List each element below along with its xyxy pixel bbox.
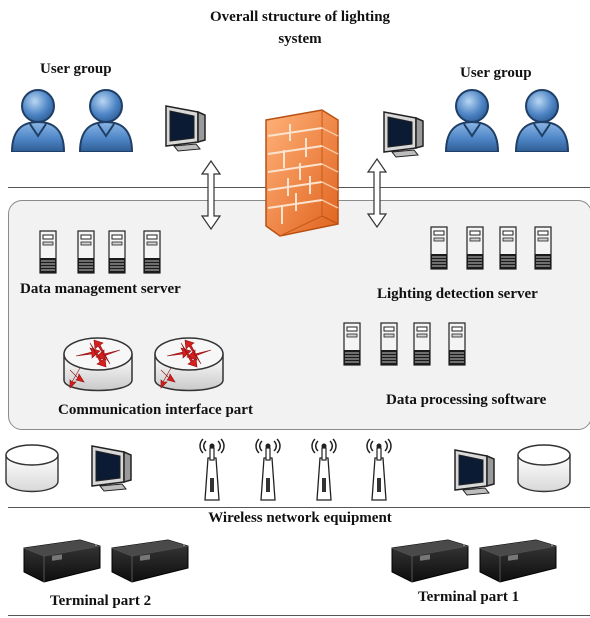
antenna-icon: [364, 438, 394, 502]
disk-icon: [516, 443, 572, 493]
disk-icon: [4, 443, 60, 493]
terminal-box-icon: [390, 538, 470, 584]
server-tower-icon: [379, 322, 399, 366]
double-arrow-icon: [367, 158, 387, 228]
server-tower-icon: [38, 230, 58, 274]
firewall-icon: [260, 108, 340, 238]
terminal-box-icon: [110, 538, 190, 584]
server-panel: [8, 200, 590, 430]
terminal-box-icon: [478, 538, 558, 584]
terminal-part-2-label: Terminal part 2: [50, 593, 152, 609]
server-tower-icon: [465, 226, 485, 270]
lighting-detection-server-label: Lighting detection server: [377, 286, 538, 302]
antenna-icon: [253, 438, 283, 502]
middle-divider-line: [8, 507, 590, 508]
terminal-box-icon: [22, 538, 102, 584]
server-tower-icon: [142, 230, 162, 274]
user-group-right-label: User group: [460, 65, 532, 81]
user-icon: [512, 86, 572, 152]
server-tower-icon: [533, 226, 553, 270]
monitor-icon: [84, 442, 134, 492]
monitor-icon: [376, 108, 426, 158]
diagram-title-line-1: Overall structure of lighting: [209, 9, 391, 25]
monitor-icon: [447, 446, 497, 496]
server-tower-icon: [76, 230, 96, 274]
server-tower-icon: [429, 226, 449, 270]
user-icon: [442, 86, 502, 152]
server-tower-icon: [107, 230, 127, 274]
user-group-left-label: User group: [40, 61, 112, 77]
antenna-icon: [197, 438, 227, 502]
user-icon: [76, 86, 136, 152]
router-icon: [153, 334, 225, 398]
server-tower-icon: [447, 322, 467, 366]
server-tower-icon: [342, 322, 362, 366]
double-arrow-icon: [201, 160, 221, 230]
monitor-icon: [158, 102, 208, 152]
communication-interface-part-label: Communication interface part: [58, 402, 253, 418]
router-icon: [62, 334, 134, 398]
bottom-divider-line: [8, 615, 590, 616]
data-processing-software-label: Data processing software: [386, 392, 547, 408]
server-tower-icon: [412, 322, 432, 366]
user-icon: [8, 86, 68, 152]
server-tower-icon: [498, 226, 518, 270]
terminal-part-1-label: Terminal part 1: [418, 589, 520, 605]
antenna-icon: [309, 438, 339, 502]
diagram-title-line-2: system: [278, 31, 322, 47]
wireless-network-equipment-label: Wireless network equipment: [208, 510, 392, 526]
data-management-server-label: Data management server: [20, 281, 181, 297]
